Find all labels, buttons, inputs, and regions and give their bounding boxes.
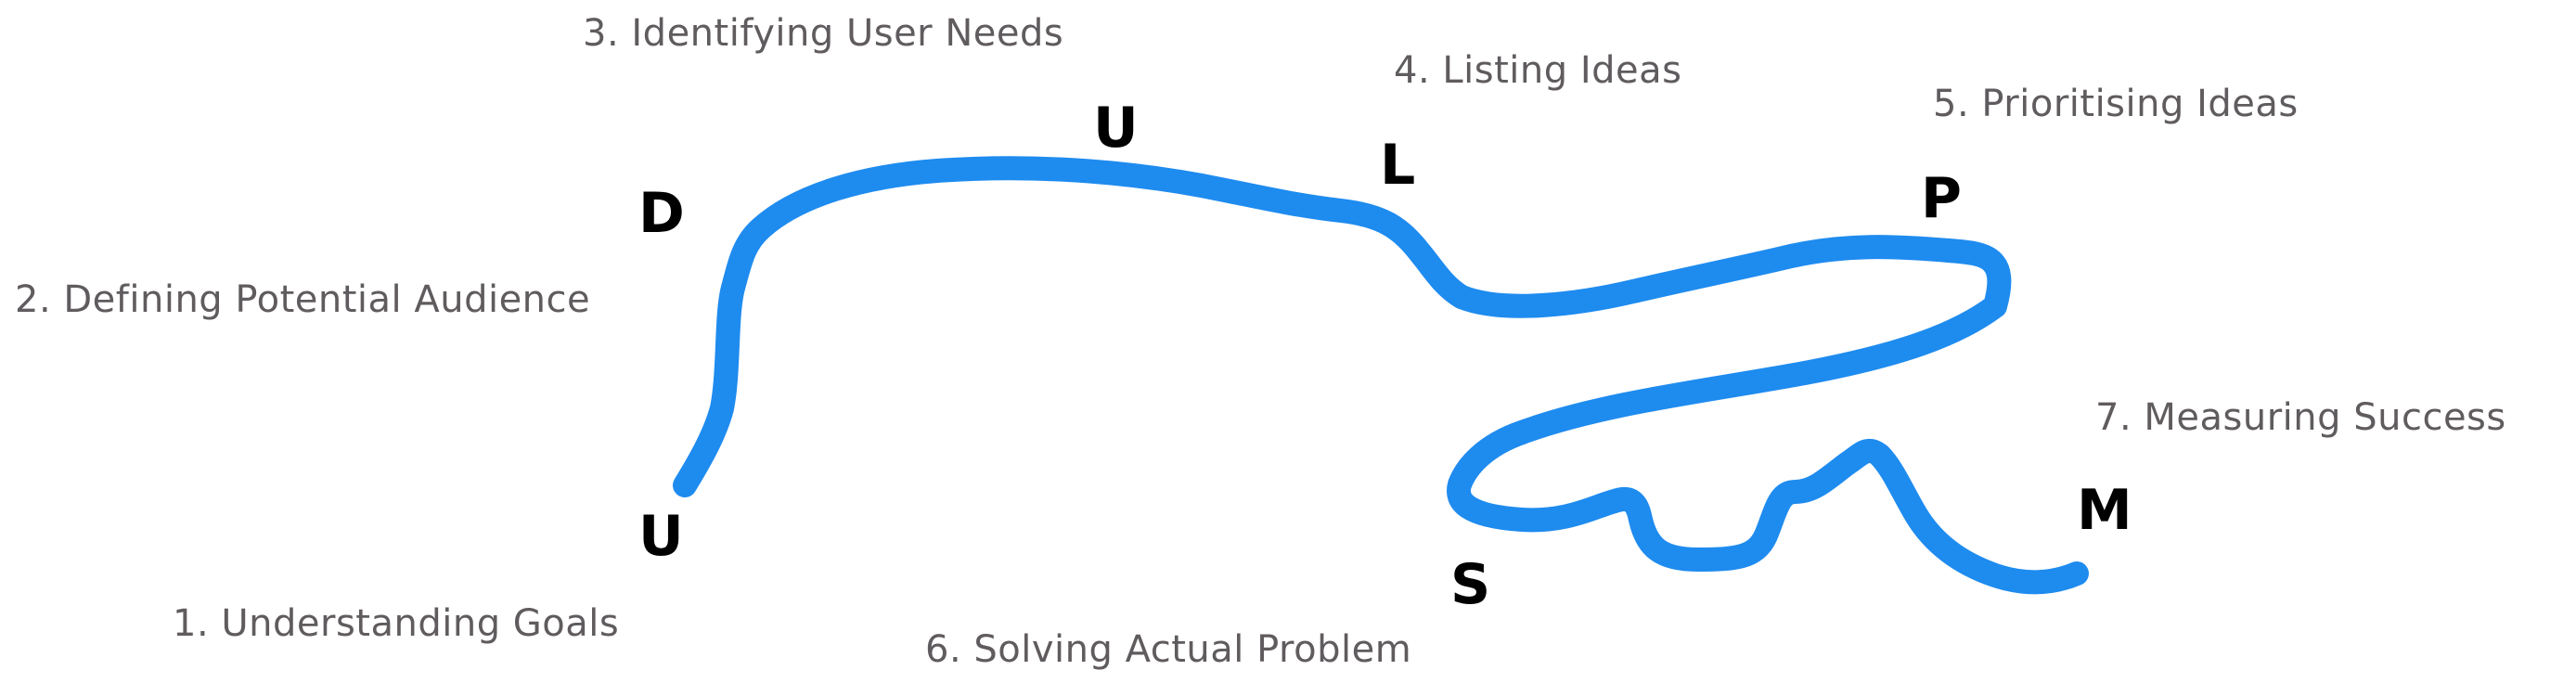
journey-path xyxy=(673,156,2089,595)
step-3-label: 3. Identifying User Needs xyxy=(583,12,1064,55)
step-5-letter: P xyxy=(1921,166,1962,231)
step-4-label: 4. Listing Ideas xyxy=(1394,49,1682,92)
step-1-letter: U xyxy=(638,504,684,569)
step-2-letter: D xyxy=(638,181,685,246)
step-3-letter: U xyxy=(1093,96,1139,161)
step-6-letter: S xyxy=(1450,552,1491,617)
step-6-label: 6. Solving Actual Problem xyxy=(925,628,1412,671)
step-7-letter: M xyxy=(2077,478,2132,543)
step-1-label: 1. Understanding Goals xyxy=(173,602,620,645)
step-4-letter: L xyxy=(1380,133,1416,198)
step-7-label: 7. Measuring Success xyxy=(2095,396,2506,439)
step-5-label: 5. Prioritising Ideas xyxy=(1933,83,2299,125)
step-2-label: 2. Defining Potential Audience xyxy=(15,278,591,321)
